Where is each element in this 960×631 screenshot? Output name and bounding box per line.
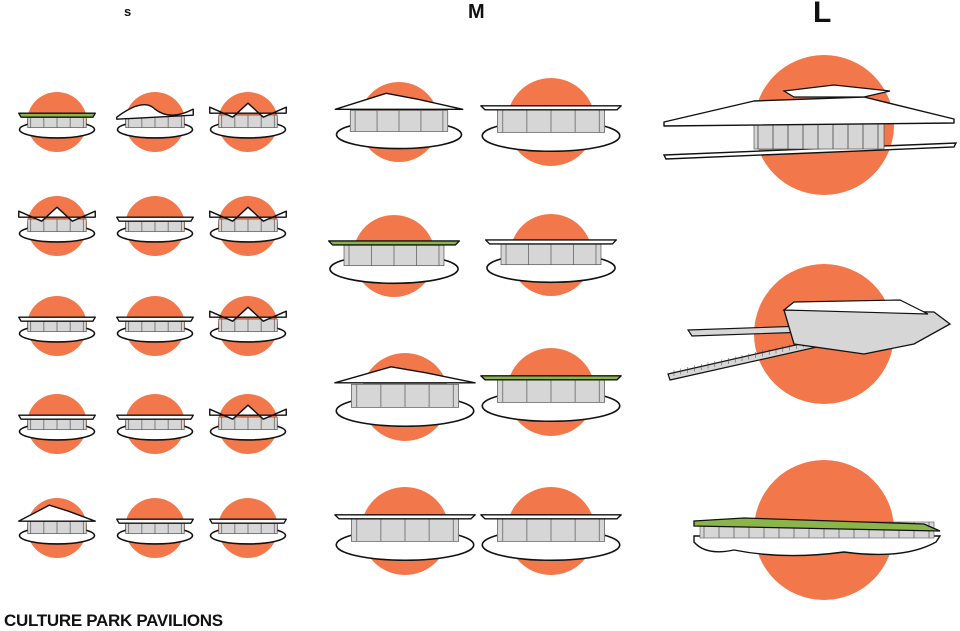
pavilion-roof: [663, 96, 955, 127]
pavilion-roof: [18, 316, 96, 322]
pavilion-roof: [116, 316, 194, 322]
pavilion-roof: [480, 105, 622, 111]
pavilion-roof: [480, 375, 622, 381]
pavilion-roof: [480, 514, 622, 520]
size-header-medium: M: [468, 1, 485, 23]
upper-roof: [782, 84, 891, 98]
medium-pavilions: [327, 78, 622, 575]
size-header-small: s: [124, 4, 132, 19]
base-platform: [693, 535, 942, 557]
pavilion-roof: [18, 414, 96, 420]
pavilion-roof: [334, 92, 464, 110]
pavilion-roof: [116, 518, 194, 524]
pavilion-body: [753, 122, 885, 150]
pavilion-roof: [782, 299, 929, 315]
pavilion-roof: [18, 112, 96, 118]
small-pavilions: [18, 92, 287, 558]
pavilion-roof: [116, 216, 194, 222]
green-roof: [693, 517, 941, 532]
pavilion-roof: [327, 240, 461, 246]
pavilion-roof: [209, 404, 287, 420]
size-header-large: L: [813, 0, 832, 29]
pavilion-roof: [484, 239, 618, 245]
pavilion-roof: [209, 102, 287, 118]
pavilion-roof: [18, 504, 96, 522]
pavilion-body: [783, 309, 952, 355]
pavilion-roof: [209, 306, 287, 322]
pavilion-roof: [18, 206, 96, 222]
large-pavilions: [662, 55, 958, 600]
page-title: CULTURE PARK PAVILIONS: [4, 611, 223, 630]
pavilion-roof: [334, 366, 476, 384]
pavilion-roof: [334, 514, 476, 520]
pavilion-roof: [209, 206, 287, 222]
pavilion-roof: [116, 103, 194, 120]
pavilion-roof: [209, 518, 287, 524]
pavilion-roof: [116, 414, 194, 420]
